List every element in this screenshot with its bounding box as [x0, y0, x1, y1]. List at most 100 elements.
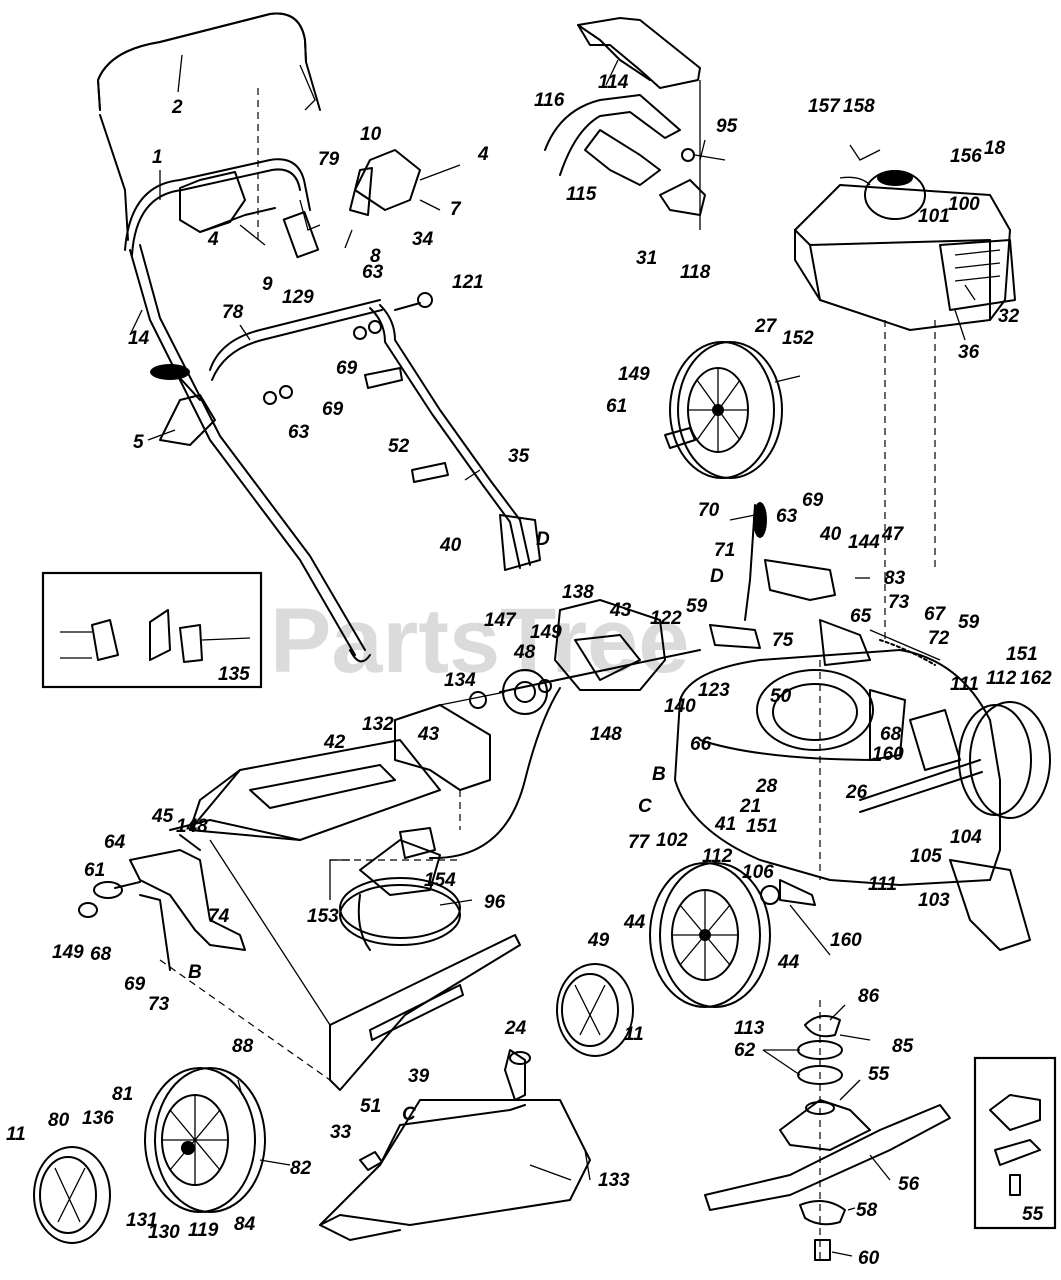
label-55b: 55 [1022, 1204, 1044, 1225]
height-adjust-lever [709, 502, 941, 880]
leader-lines [129, 54, 976, 1257]
label-43b: 43 [417, 724, 440, 745]
label-34: 34 [412, 229, 434, 250]
label-95: 95 [716, 116, 738, 137]
label-111a: 111 [950, 674, 979, 695]
label-51: 51 [360, 1096, 381, 1117]
label-158: 158 [843, 96, 875, 117]
label-68b: 68 [90, 944, 112, 965]
label-11a: 11 [624, 1024, 644, 1045]
label-73a: 73 [888, 592, 910, 613]
label-48: 48 [513, 642, 536, 663]
label-151b: 151 [746, 816, 778, 837]
label-63c: 63 [776, 506, 798, 527]
drive-cable [399, 687, 561, 860]
rear-trail-shield [159, 839, 521, 1091]
label-84: 84 [234, 1214, 256, 1235]
label-66: 66 [690, 734, 712, 755]
hubcap-left [33, 1146, 111, 1244]
label-7: 7 [450, 199, 462, 220]
label-28: 28 [755, 776, 778, 797]
wheel-rear-left [144, 1067, 266, 1213]
label-68a: 68 [880, 724, 902, 745]
label-131: 131 [126, 1210, 158, 1231]
label-70: 70 [698, 500, 720, 521]
label-71: 71 [714, 540, 735, 561]
label-63a: 63 [362, 262, 384, 283]
label-79: 79 [318, 149, 340, 170]
label-78: 78 [222, 302, 244, 323]
label-112a: 112 [986, 668, 1017, 689]
label-130: 130 [148, 1222, 180, 1243]
label-41: 41 [714, 814, 736, 835]
label-43a: 43 [609, 600, 632, 621]
label-69b: 69 [322, 399, 344, 420]
label-9: 9 [262, 274, 273, 295]
label-Ba: B [652, 764, 666, 785]
grass-bag-frame-top [544, 17, 726, 230]
label-35: 35 [508, 446, 530, 467]
label-133: 133 [598, 1170, 630, 1191]
label-147: 147 [484, 610, 517, 631]
engine [794, 144, 1016, 640]
label-105: 105 [910, 846, 942, 867]
label-160a: 160 [872, 744, 904, 765]
label-74: 74 [208, 906, 230, 927]
blade-brake [329, 839, 461, 951]
label-55a: 55 [868, 1064, 890, 1085]
label-88: 88 [232, 1036, 254, 1057]
label-75: 75 [772, 630, 794, 651]
label-116: 116 [534, 90, 565, 111]
label-104: 104 [950, 827, 982, 848]
label-114: 114 [598, 72, 629, 93]
handle-clips [263, 292, 449, 483]
label-153: 153 [307, 906, 339, 927]
label-10: 10 [360, 124, 382, 145]
label-96: 96 [484, 892, 506, 913]
label-Db: D [710, 566, 724, 587]
label-115: 115 [566, 184, 597, 205]
label-61a: 61 [606, 396, 627, 417]
label-Bb: B [188, 962, 202, 983]
label-132: 132 [362, 714, 394, 735]
label-59b: 59 [958, 612, 980, 633]
label-32: 32 [998, 306, 1020, 327]
label-85: 85 [892, 1036, 914, 1057]
label-40a: 40 [439, 535, 462, 556]
label-27: 27 [754, 316, 778, 337]
label-64: 64 [104, 832, 126, 853]
label-62: 62 [734, 1040, 756, 1061]
wheel-front-left-center [649, 862, 771, 1008]
label-69d: 69 [124, 974, 146, 995]
label-60: 60 [858, 1248, 880, 1269]
lower-handle-frame [129, 244, 541, 663]
label-1: 1 [152, 147, 163, 168]
label-138: 138 [562, 582, 594, 603]
label-148a: 148 [590, 724, 622, 745]
front-height-bracket [78, 819, 301, 971]
label-121: 121 [452, 272, 484, 293]
wheel-right-deck [958, 701, 1051, 819]
label-5: 5 [133, 432, 144, 453]
label-26: 26 [845, 782, 868, 803]
label-135: 135 [218, 664, 250, 685]
label-52: 52 [388, 436, 410, 457]
label-122: 122 [650, 608, 682, 629]
label-162: 162 [1020, 668, 1052, 689]
label-112b: 112 [702, 846, 733, 867]
wheel-rear-right-top [664, 341, 801, 479]
label-Cb: C [402, 1104, 416, 1125]
label-44a: 44 [623, 912, 646, 933]
label-39: 39 [408, 1066, 430, 1087]
upper-handle-frame [124, 158, 321, 259]
label-72: 72 [928, 628, 950, 649]
label-148b: 148 [176, 816, 208, 837]
label-58: 58 [856, 1200, 878, 1221]
label-2: 2 [171, 97, 183, 118]
label-40b: 40 [819, 524, 842, 545]
label-134: 134 [444, 670, 476, 691]
label-24: 24 [504, 1018, 527, 1039]
label-42: 42 [323, 732, 346, 753]
label-4a: 4 [477, 144, 489, 165]
label-47: 47 [881, 524, 905, 545]
